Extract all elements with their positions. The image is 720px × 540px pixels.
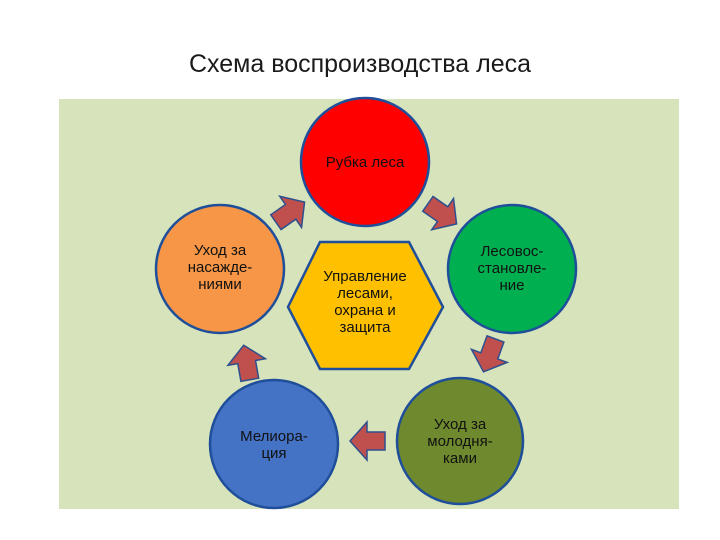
diagram-title: Схема воспроизводства леса	[188, 50, 532, 78]
node-plantation-care	[154, 203, 286, 335]
label-reforestation: Лесовос- становле- ние	[477, 243, 547, 294]
label-melioration: Мелиора- ция	[240, 428, 308, 462]
label-center: Управление лесами, охрана и защита	[323, 268, 407, 336]
arrow-icon	[264, 185, 317, 239]
node-reforestation	[446, 203, 578, 335]
label-cutting: Рубка леса	[325, 154, 405, 171]
arrow-icon	[464, 331, 515, 380]
arrow-icon	[349, 421, 386, 461]
node-melioration	[208, 378, 340, 510]
node-young-care	[395, 376, 525, 506]
arrow-icon	[224, 341, 270, 384]
label-young-care: Уход за молодня- ками	[427, 416, 493, 467]
node-center	[286, 240, 445, 371]
node-cutting	[299, 96, 431, 228]
label-plantation-care: Уход за насажде- ниями	[187, 242, 253, 293]
